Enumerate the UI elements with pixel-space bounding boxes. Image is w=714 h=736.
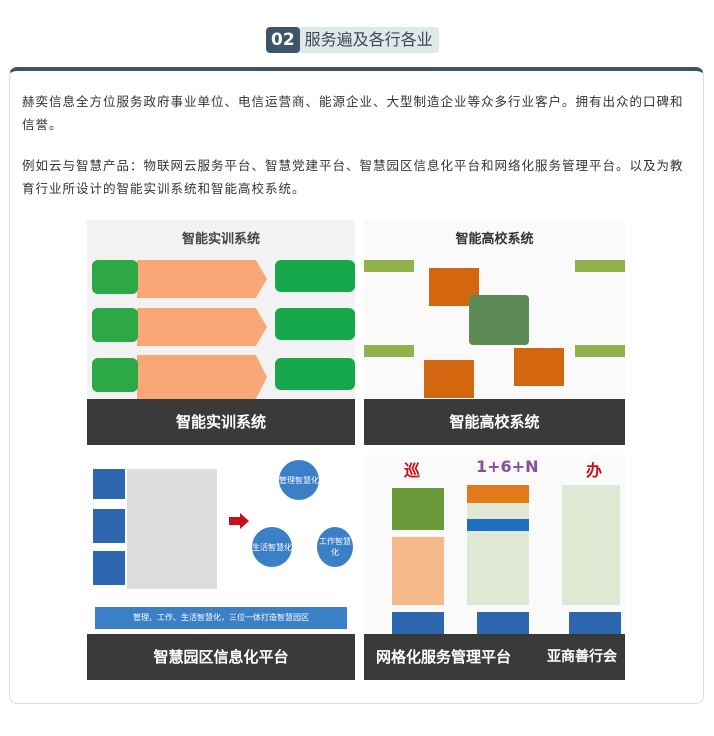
tag-shape	[364, 345, 414, 357]
green-box	[92, 260, 138, 294]
red-arrow-icon	[229, 513, 249, 529]
green-box	[275, 308, 355, 340]
arrow-shape	[137, 260, 267, 298]
blue-bar	[467, 519, 529, 531]
orange-box	[424, 360, 474, 398]
tag-shape	[364, 260, 414, 272]
image-heading: 智能实训系统	[181, 232, 260, 247]
label-patrol: 巡	[404, 461, 421, 480]
green-box	[275, 358, 355, 390]
blue-box	[93, 469, 125, 499]
right-panel	[562, 485, 620, 605]
image-heading: 智能高校系统	[455, 232, 534, 247]
image-caption: 智慧园区信息化平台	[87, 634, 355, 680]
blue-box	[93, 509, 125, 543]
section-header: 02 服务遍及各行各业	[266, 27, 439, 53]
smart-park-image: 管理智慧化 工作智慧化 生活智慧化 管理、工作、生活智慧化，三位一体打造智慧园区…	[87, 455, 355, 680]
green-block	[392, 488, 444, 530]
blue-box	[93, 551, 125, 585]
orange-box	[514, 348, 564, 386]
arrow-shape	[137, 355, 267, 399]
node-management: 管理智慧化	[279, 460, 319, 500]
arrow-shape	[137, 308, 267, 346]
smart-university-image: 智能高校系统 智能高校系统	[364, 220, 625, 445]
center-panel	[467, 485, 529, 605]
node-work: 工作智慧化	[317, 527, 353, 567]
green-box	[92, 308, 138, 342]
list-panel	[127, 469, 217, 589]
watermark: 亚商善行会	[547, 649, 617, 665]
orange-bar	[467, 485, 529, 503]
products-paragraph: 例如云与智慧产品：物联网云服务平台、智慧党建平台、智慧园区信息化平台和网络化服务…	[22, 158, 684, 196]
intro-paragraph: 赫奕信息全方位服务政府事业单位、电信运营商、能源企业、大型制造企业等众多行业客户…	[22, 94, 684, 132]
green-box	[92, 358, 138, 392]
image-caption: 智能实训系统	[87, 399, 355, 445]
node-life: 生活智慧化	[252, 527, 292, 567]
smart-training-image: 智能实训系统 智能实训系统	[87, 220, 355, 445]
grid-management-image: 巡 1+6+N 办 网格化服务管理平台 亚商善行会	[364, 455, 625, 680]
center-picture	[469, 295, 529, 345]
image-caption: 网格化服务管理平台	[364, 634, 625, 680]
blue-box	[569, 612, 621, 638]
image-caption: 智能高校系统	[364, 399, 625, 445]
green-box	[275, 260, 355, 292]
section-number: 02	[266, 27, 300, 53]
blue-box	[392, 612, 444, 638]
park-banner: 管理、工作、生活智慧化，三位一体打造智慧园区	[95, 607, 347, 629]
section-title: 服务遍及各行各业	[304, 30, 433, 49]
tag-shape	[575, 345, 625, 357]
blue-box	[477, 612, 529, 638]
content-card	[9, 67, 704, 704]
tag-shape	[575, 260, 625, 272]
orange-block	[392, 537, 444, 605]
label-1-6-n: 1+6+N	[476, 457, 539, 476]
label-handle: 办	[586, 461, 603, 480]
